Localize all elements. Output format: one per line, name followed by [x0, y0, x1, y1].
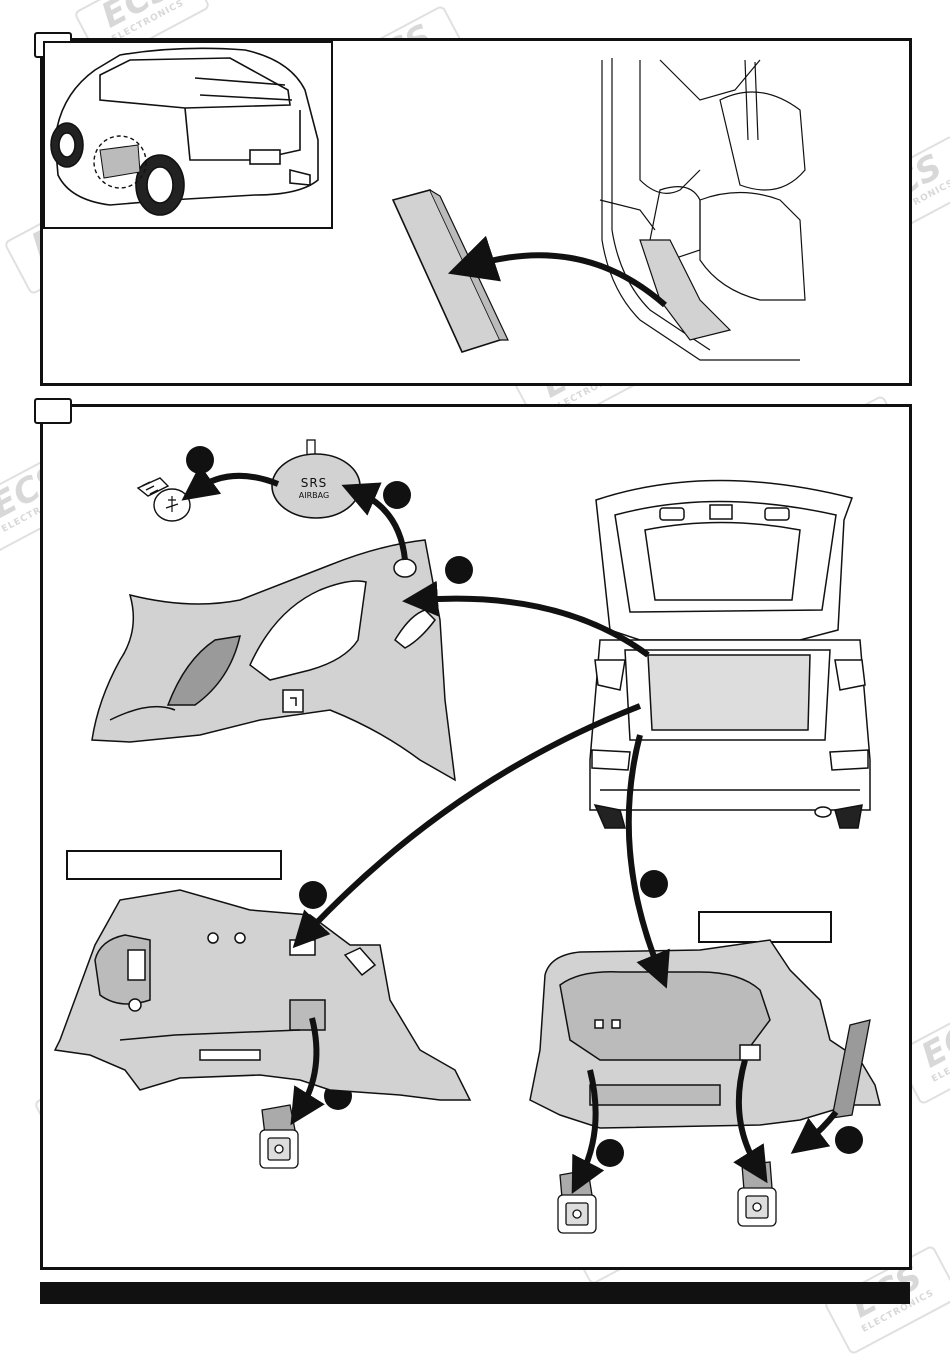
- airbag-label: AIRBAG: [299, 491, 329, 500]
- arrow-car-to-left-panel: [292, 703, 642, 949]
- left-lower-trim-panel: [53, 889, 472, 1101]
- arrow-panel-to-right-clip-1: [571, 1069, 605, 1194]
- arrow-car-to-pillar: [402, 580, 650, 658]
- loose-trim-strip: [831, 1019, 871, 1119]
- left-panel-label-box: [66, 850, 282, 880]
- step-marker: [596, 1139, 624, 1167]
- step-marker: [835, 1126, 863, 1154]
- removal-arrow: [447, 235, 667, 308]
- step-2-arrows: [181, 464, 839, 1194]
- right-lower-trim-panel: [529, 939, 881, 1129]
- footer-bar: [40, 1282, 910, 1304]
- step-marker: [640, 870, 668, 898]
- door-sill-scene: [599, 58, 806, 361]
- step-marker: [383, 481, 411, 509]
- arrow-panel-to-left-clip: [290, 1017, 325, 1126]
- vehicle-rear-three-quarter: [50, 47, 319, 216]
- vehicle-rear-open-tailgate: [589, 479, 871, 829]
- srs-label: SRS: [301, 476, 328, 490]
- trim-clip: [737, 1161, 777, 1227]
- step-2-tab: [34, 398, 72, 424]
- arrow-strip-out: [790, 1110, 839, 1154]
- arrow-hole-to-cover: [341, 482, 408, 561]
- arrow-car-to-right-panel: [625, 734, 670, 989]
- step-marker: [445, 556, 473, 584]
- arrow-cover-to-screw: [181, 464, 280, 501]
- right-panel-label-box: [698, 911, 832, 943]
- c-pillar-trim: [91, 539, 456, 782]
- trim-clip: [557, 1169, 597, 1234]
- arrow-panel-to-right-clip-2: [733, 1059, 768, 1184]
- step-marker: [186, 446, 214, 474]
- trim-clip: [259, 1104, 299, 1169]
- screw-fastener: [136, 477, 191, 522]
- step-marker: [299, 881, 327, 909]
